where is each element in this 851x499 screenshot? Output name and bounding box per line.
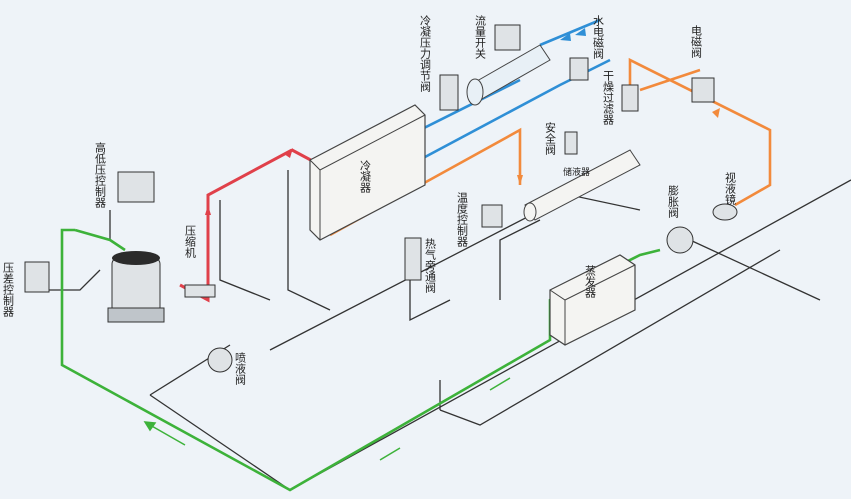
components bbox=[24, 24, 738, 373]
arrow-head bbox=[284, 148, 293, 158]
hot-gas-bypass-valve-body bbox=[404, 237, 422, 281]
safety-valve-body bbox=[564, 131, 578, 155]
solenoid-valve-box bbox=[691, 77, 715, 103]
arrow-head bbox=[517, 175, 523, 185]
label-evaporator: 蒸发器 bbox=[584, 265, 597, 299]
condenser-pressure-valve-body bbox=[439, 74, 459, 111]
compressor-base bbox=[107, 307, 165, 323]
sight-glass-body bbox=[712, 203, 738, 221]
label-safety-valve: 安全阀 bbox=[544, 121, 557, 156]
water-in bbox=[419, 78, 521, 132]
receiver-tank bbox=[523, 149, 641, 222]
pdiff-line bbox=[45, 269, 101, 291]
label-dryer-filter: 干燥过滤器 bbox=[602, 70, 615, 126]
arrow-line bbox=[379, 447, 401, 461]
label-sight-glass: 视液镜 bbox=[724, 171, 737, 206]
pressure-diff-controller-box bbox=[24, 261, 50, 293]
solenoid-feed bbox=[639, 68, 701, 92]
flow-switch-box bbox=[494, 24, 521, 51]
dryer-filter-body bbox=[621, 84, 639, 112]
water-solenoid-box bbox=[569, 57, 589, 81]
arrow-head bbox=[205, 205, 211, 215]
receiver-body bbox=[524, 149, 641, 221]
label-condenser: 冷凝器 bbox=[359, 160, 372, 194]
discharge-line bbox=[179, 148, 321, 303]
hp-controller-box bbox=[117, 171, 155, 203]
tank-end bbox=[466, 78, 484, 106]
water-line bbox=[409, 18, 611, 167]
temperature-controller-box bbox=[481, 204, 503, 228]
condenser-body bbox=[309, 104, 426, 241]
label-high-low-pressure-controller: 高低压控制器 bbox=[94, 141, 107, 209]
arrow-head bbox=[575, 28, 586, 36]
water-top bbox=[539, 18, 601, 47]
condenser-return bbox=[287, 170, 331, 311]
water-out bbox=[409, 58, 611, 167]
compressor-top bbox=[112, 251, 160, 265]
compressor-muffler bbox=[184, 284, 216, 298]
evap-feed bbox=[499, 219, 541, 300]
water-arrows bbox=[560, 28, 586, 41]
label-condenser-pressure-valve: 冷凝压力调节阀 bbox=[419, 15, 432, 93]
condenser bbox=[309, 104, 426, 241]
label-temperature-controller: 温度控制器 bbox=[456, 192, 469, 248]
label-flow-switch: 流量开关 bbox=[474, 14, 487, 60]
label-receiver: 储液器 bbox=[563, 166, 590, 178]
arrow-head bbox=[560, 33, 571, 41]
label-compressor: 压缩机 bbox=[184, 225, 197, 258]
receiver-end bbox=[523, 202, 537, 222]
label-hot-gas-bypass-valve: 热气旁通阀 bbox=[424, 238, 437, 294]
injection-valve-body bbox=[207, 347, 233, 373]
label-expansion-valve: 膨胀阀 bbox=[667, 184, 680, 219]
hp-line bbox=[219, 200, 271, 301]
suction-arrows bbox=[143, 377, 511, 461]
label-injection-valve: 喷液阀 bbox=[234, 352, 247, 386]
arrow-head bbox=[143, 421, 157, 432]
arrow-line bbox=[149, 424, 186, 446]
liquid-line bbox=[628, 57, 772, 207]
label-solenoid-valve: 电磁阀 bbox=[690, 25, 703, 59]
suction-to-compressor bbox=[74, 228, 126, 252]
arrow-head bbox=[712, 108, 720, 118]
expansion-valve-body bbox=[666, 226, 694, 254]
frame-lower bbox=[439, 249, 781, 426]
compressor-body bbox=[111, 257, 161, 314]
label-pressure-diff-controller: 压差控制器 bbox=[2, 262, 15, 318]
evaporator bbox=[549, 254, 636, 346]
frame-right bbox=[689, 239, 821, 301]
discharge-arrows bbox=[205, 148, 293, 215]
compressor bbox=[107, 251, 165, 323]
discharge-path bbox=[179, 148, 293, 303]
evaporator-body bbox=[549, 254, 636, 346]
arrow-line bbox=[489, 377, 511, 391]
water-tank bbox=[466, 44, 551, 106]
label-water-solenoid-valve: 水电磁阀 bbox=[592, 15, 605, 60]
